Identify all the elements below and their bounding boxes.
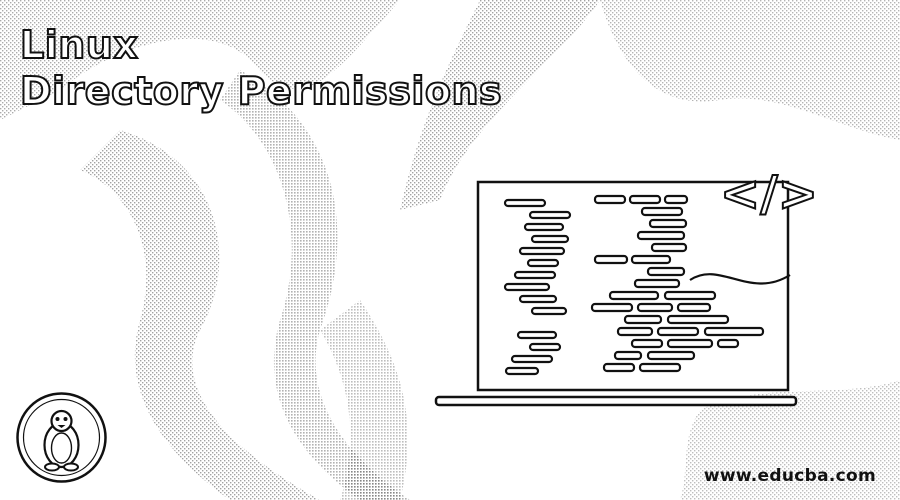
page-title: Linux Directory Permissions	[19, 22, 503, 114]
linux-tux-penguin-icon	[16, 392, 107, 483]
code-lines-left	[503, 198, 572, 376]
title-line-linux: Linux	[19, 22, 139, 68]
code-tag-icon: </>	[720, 166, 818, 222]
laptop-base	[434, 395, 798, 407]
code-screen-laptop-icon: </>	[434, 165, 819, 407]
code-lines-right	[590, 194, 765, 373]
title-line-directory-permissions: Directory Permissions	[19, 68, 503, 114]
site-url[interactable]: www.educba.com	[703, 466, 876, 486]
screen-wave-cut	[689, 273, 791, 285]
